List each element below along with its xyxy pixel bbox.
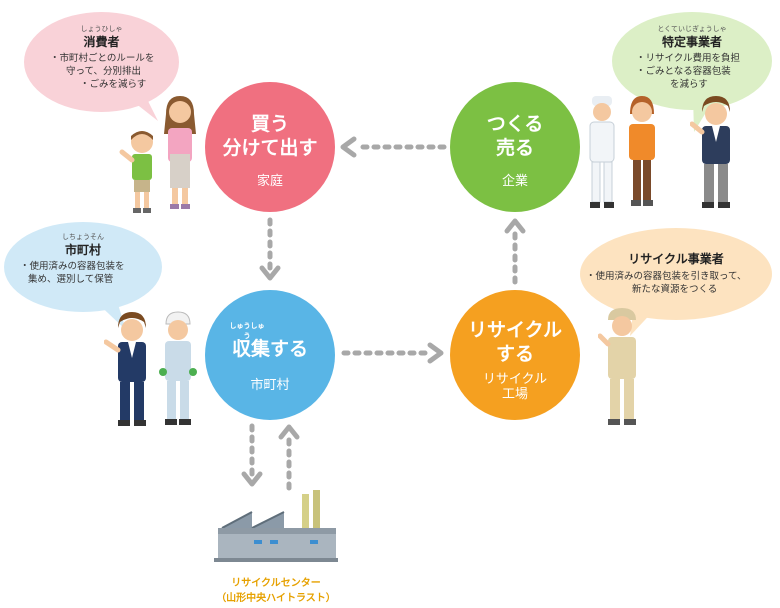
specified-business-line-3: を減らす (670, 78, 708, 91)
specified-business-line-1: ・リサイクル費用を負担 (636, 52, 740, 65)
recycler-main-1: リサイクル (450, 318, 580, 342)
collection-worker-figure (156, 310, 200, 428)
municipality-sub: 市町村 (205, 378, 335, 393)
facility-subname: （山形中央ハイトラスト） (196, 589, 356, 604)
household-main-2: 分けて出す (205, 136, 335, 160)
arrow-municipality-to-recycler (342, 344, 446, 362)
mother-figure (158, 94, 202, 212)
household-sub: 家庭 (205, 174, 335, 189)
arrow-company-to-household (338, 138, 448, 156)
facility-name: リサイクルセンター (196, 574, 356, 589)
arrow-municipality-to-facility (243, 424, 261, 490)
municipality-bubble: しちょうそん 市町村 ・使用済みの容器包装を 集め、選別して保管 (4, 222, 162, 312)
recycling-business-line-2: 新たな資源をつくる (632, 283, 717, 296)
factory-icon (214, 490, 338, 570)
recycler-sub-2: 工場 (450, 387, 580, 402)
recycling-business-line-1: ・使用済みの容器包装を引き取って、 (586, 270, 747, 283)
arrow-facility-to-municipality (280, 422, 298, 490)
arrow-household-to-municipality (261, 218, 279, 284)
municipality-main: 収集する (205, 337, 335, 361)
company-main-2: 売る (450, 136, 580, 160)
municipality-bubble-line-2: 集め、選別して保管 (28, 273, 113, 286)
specified-business-title: 特定事業者 (612, 33, 772, 50)
city-staff-figure (104, 310, 154, 428)
municipality-bubble-line-1: ・使用済みの容器包装を (20, 260, 125, 273)
company-main-1: つくる (450, 112, 580, 136)
consumer-title: 消費者 (24, 33, 179, 50)
recycling-worker-figure (598, 306, 644, 428)
municipality-circle: しゅうしゅう 収集する 市町村 (205, 290, 335, 420)
businessman-figure (690, 94, 738, 212)
recycling-business-title: リサイクル事業者 (580, 250, 772, 267)
household-main-1: 買う (205, 112, 335, 136)
consumer-line-1: ・市町村ごとのルールを (50, 52, 154, 65)
arrow-recycler-to-company (506, 216, 524, 284)
recycler-circle: リサイクル する リサイクル 工場 (450, 290, 580, 420)
recycler-main-2: する (450, 342, 580, 366)
consumer-line-3: ・ごみを減らす (80, 78, 146, 91)
factory-worker-figure (582, 94, 622, 212)
recycler-sub-1: リサイクル (450, 372, 580, 387)
household-circle: 買う 分けて出す 家庭 (205, 82, 335, 212)
consumer-line-2: 守って、分別排出 (66, 65, 141, 78)
specified-business-line-2: ・ごみとなる容器包装 (636, 65, 731, 78)
child-figure (118, 128, 162, 214)
company-circle: つくる 売る 企業 (450, 82, 580, 212)
company-sub: 企業 (450, 174, 580, 189)
municipality-bubble-title: 市町村 (4, 241, 162, 258)
shop-clerk-figure (622, 94, 662, 212)
consumer-bubble-tail (120, 95, 160, 125)
